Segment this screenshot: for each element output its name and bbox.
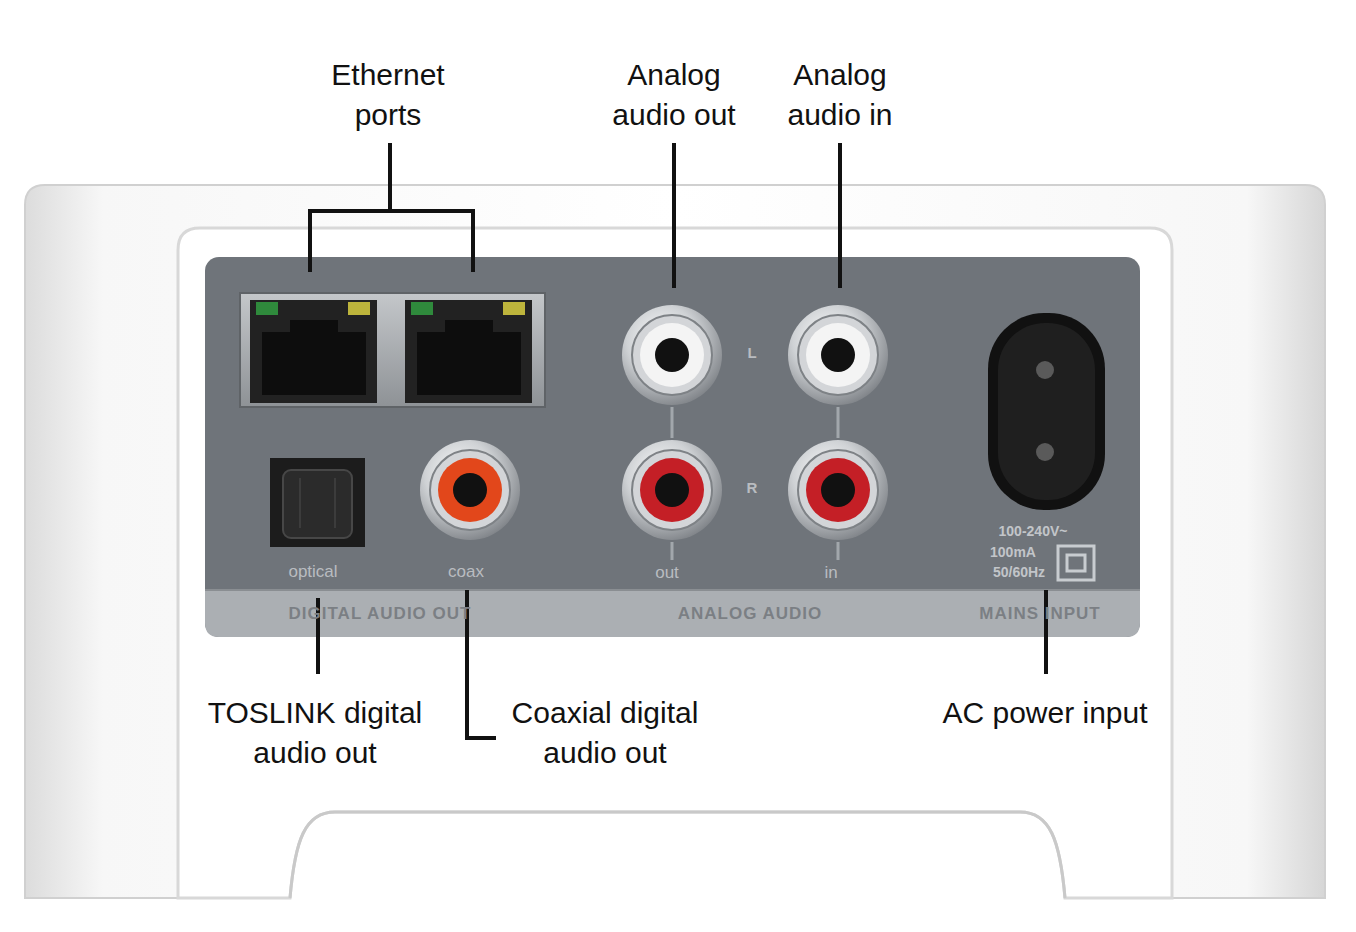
ethernet-block [240, 293, 545, 407]
rca-collar [632, 450, 712, 530]
symbol-outer [1058, 546, 1094, 580]
ethernet-opening [262, 320, 366, 395]
power-pin [1036, 443, 1054, 461]
ethernet-jack [405, 300, 532, 403]
device-foot-shadow [290, 812, 1065, 898]
rca-ring [622, 440, 722, 540]
power-socket [988, 313, 1105, 510]
rca-hole [655, 338, 689, 372]
power-socket-inner [998, 323, 1095, 500]
rca-collar [632, 315, 712, 395]
rca-ring [420, 440, 520, 540]
power-rating: 50/60Hz [993, 564, 1045, 580]
rca-jack [788, 440, 888, 540]
double-insulation-symbol [1058, 546, 1094, 580]
rca-insulator [640, 458, 704, 522]
leader-lines [310, 143, 1046, 738]
rca-ring [788, 440, 888, 540]
rca-ring [788, 305, 888, 405]
port-label: optical [288, 562, 337, 582]
ethernet-frame [240, 293, 545, 407]
rca-hole [821, 473, 855, 507]
channel-label: L [747, 344, 756, 362]
rca-collar [798, 315, 878, 395]
rca-insulator [438, 458, 502, 522]
port-label: coax [448, 562, 484, 582]
rca-collar [430, 450, 510, 530]
rca-hole [453, 473, 487, 507]
callout-label: Analog audio in [765, 55, 915, 135]
power-inlet [988, 313, 1105, 510]
optical-shutter [283, 470, 352, 538]
rca-insulator [806, 458, 870, 522]
bracket-line [310, 143, 473, 272]
rca-jack [788, 305, 888, 405]
optical-port [270, 458, 365, 547]
activity-led [503, 302, 525, 315]
optical-shutter-detail [300, 478, 335, 528]
callout-label: Ethernet ports [308, 55, 468, 135]
symbol-inner [1067, 555, 1085, 571]
panel-strip [205, 590, 1140, 637]
device-face [178, 228, 1172, 898]
ethernet-opening [417, 320, 521, 395]
rca-insulator [806, 323, 870, 387]
connector-panel [205, 257, 1140, 637]
rca-hole [821, 338, 855, 372]
group-label: DIGITAL AUDIO OUT [289, 604, 472, 624]
device-body [25, 185, 1325, 898]
callout-label: TOSLINK digital audio out [195, 693, 435, 773]
power-pin [1036, 361, 1054, 379]
port-label: in [824, 563, 837, 583]
panel-guide-line [672, 407, 838, 560]
callout-label: Analog audio out [599, 55, 749, 135]
activity-led [348, 302, 370, 315]
power-rating: 100-240V~ [999, 523, 1068, 539]
rca-jack [622, 305, 722, 405]
group-label: ANALOG AUDIO [678, 604, 823, 624]
callout-label: AC power input [942, 693, 1147, 733]
rca-hole [655, 473, 689, 507]
rca-jack [622, 440, 722, 540]
panel-strip-edge [205, 589, 1140, 591]
group-label: MAINS INPUT [979, 604, 1101, 624]
power-rating: 100mA [990, 544, 1036, 560]
rca-collar [798, 450, 878, 530]
ethernet-jack [250, 300, 377, 403]
port-label: out [655, 563, 679, 583]
optical-housing [270, 458, 365, 547]
rca-insulator [640, 323, 704, 387]
leader-line [838, 143, 842, 288]
leader-line [1044, 590, 1048, 674]
rca-jack [420, 440, 520, 540]
link-led [411, 302, 433, 315]
rca-ring [622, 305, 722, 405]
callout-label: Coaxial digital audio out [495, 693, 715, 773]
link-led [256, 302, 278, 315]
channel-label: R [747, 479, 758, 497]
leader-line [672, 143, 676, 288]
